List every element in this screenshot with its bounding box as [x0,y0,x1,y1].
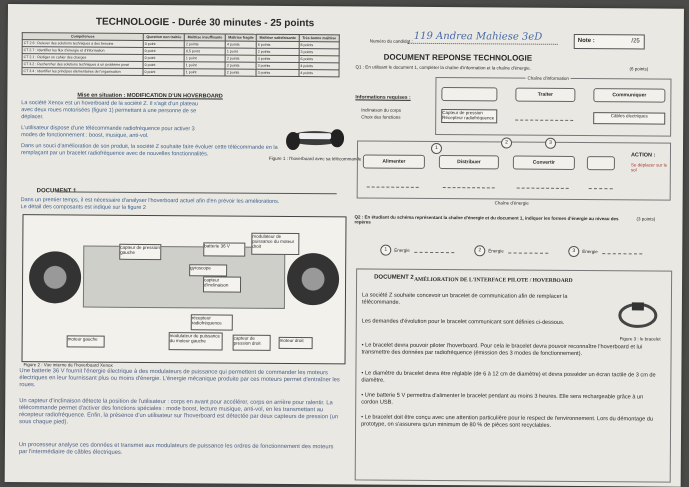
alimenter-box: Alimenter [362,154,425,169]
info-requises-label: Informations requises : [355,94,411,101]
candidate-line [407,42,558,45]
traiter-box: Traiter [515,87,576,102]
label-gyroscope: gyroscope [189,264,228,277]
q2-answer-3[interactable] [602,253,643,255]
info-chain-frame [435,76,672,137]
doc-reponse-title: DOCUMENT REPONSE TECHNOLOGIE [383,52,533,63]
q2-energie-label: Énergie [394,247,410,253]
transmettre-box-blank[interactable] [586,156,615,171]
competences-cell: 0 point [143,68,185,76]
doc1-paragraph: Un processeur analyse ces données et tra… [18,442,334,456]
q2-marker-1: 1 [380,244,392,256]
label-capteur-droit: capteur de pression droit [232,334,271,351]
doc2-heading: DOCUMENT 2 [374,274,414,281]
situation-line: modes de fonctionnement : boost, musique… [21,132,149,139]
q2-energie-label: Énergie [488,248,504,254]
label-capteur-inclinaison: capteur d'inclinaison [202,276,242,293]
q2-points: (3 points) [636,216,656,222]
action-text: Se déplacer sur le sol [630,162,668,173]
doc2-bullet: • Le diamètre du bracelet devra être rég… [361,370,656,384]
convertir-box: Convertir [512,155,575,170]
label-modulateur-gauche: modulateur de puissance du moteur gauche [168,332,223,351]
answer-blank[interactable] [588,188,613,190]
doc1-paragraph: Un capteur d'inclinaison détecte la posi… [19,398,339,426]
candidate-handwritten: 119 Andrea Mahiese 3eD [413,30,543,43]
q2-answer-1[interactable] [414,251,455,254]
competences-cell: 4 points [298,69,340,77]
note-label: Note : [577,37,595,45]
doc1-intro: Dans un premier temps, il est nécessaire… [21,197,341,213]
marker-3: 3 [545,137,557,149]
doc1-intro-line: Le détail des composants est indiqué sur… [20,204,146,211]
action-label: ACTION : [630,152,656,159]
exam-sheet: TECHNOLOGIE - Durée 30 minutes - 25 poin… [4,4,684,487]
doc1-rule [56,191,337,195]
doc2-bullet: • Le bracelet devra pouvoir piloter l'ho… [361,342,643,358]
communiquer-box: Communiquer [593,88,666,103]
right-column: Numéro du candidat : 119 Andrea Mahiese … [353,18,676,483]
energy-chain-title: Chaîne d'énergie [494,200,529,206]
doc2-title: AMÉLIORATION DE L'INTERFACE PILOTE / HOV… [414,276,573,284]
q1-points: (6 points) [629,66,649,72]
label-modulateur-droit: modulateur de puissance du moteur droit [251,232,300,256]
page-title: TECHNOLOGIE - Durée 30 minutes - 25 poin… [95,16,315,30]
figure2-caption: Figure 2 : Vue interne de l'hoverboard X… [23,362,113,368]
doc2-bullet-text: Le bracelet doit être conçu avec une att… [361,414,654,429]
hoverboard-illustration [286,129,345,150]
competences-cell: CT 3.4 : Identifier les principes élémen… [22,67,144,76]
left-wheel [28,251,82,304]
distribuer-box: Distribuer [438,155,499,170]
q2-answer-2[interactable] [508,252,549,254]
label-moteur-gauche: moteur gauche [66,335,105,348]
label-capteur-gauche: capteur de pression gauche [119,243,162,261]
info-chain-title: Chaîne d'information [525,75,571,81]
marker-1: 1 [430,142,443,155]
competences-cell: 2 points [225,69,257,77]
figure2-diagram: capteur de pression gauche batterie 36 V… [21,214,347,365]
bracelet-figure [616,300,660,330]
figure1-caption: Figure 1 : l'hoverboard avec sa télécomm… [268,155,362,162]
cables-box: Câbles électriques [593,112,666,125]
figure1-hoverboard [285,122,345,156]
doc2-bullet-text: Le diamètre du bracelet devra être régla… [361,370,656,384]
bracelet-illustration [618,302,658,328]
candidate-label: Numéro du candidat : [369,38,413,44]
situation-line: déplacer. [21,114,44,121]
label-batterie: batterie 36 V [203,242,246,257]
q1-text: Q1 : En utilisant le document 1, complét… [355,64,531,71]
recepteur-radio-text: Récepteur radiofréquence [442,115,495,121]
doc2-bullet: • Une batterie 5 V permettra d'alimenter… [361,392,644,406]
competences-cell: 1 point [184,68,226,77]
q2-marker-2: 2 [474,245,486,257]
competences-table: Compétences Question non traitée Maîtris… [22,32,340,77]
marker-2: 2 [501,137,513,149]
competences-cell: 3 points [256,69,299,77]
doc2-bullet: • Le bracelet doit être conçu avec une a… [361,414,654,429]
situation-text: La société Xenox est un hoverboard de la… [21,100,281,159]
note-box: Note : /25 [573,33,645,50]
acquerir-box-blank[interactable] [441,87,498,102]
doc2-bullet-text: Une batterie 5 V permettra d'alimenter l… [361,392,644,406]
label-moteur-droit: moteur droit [278,336,313,350]
right-wheel [286,252,340,306]
hoverboard-chassis [82,245,286,309]
doc2-intro: La société Z souhaite concevoir un brace… [361,292,568,306]
competences-row: CT 3.4 : Identifier les principes élémen… [22,67,340,77]
note-value: /25 [631,38,640,45]
label-recepteur-radio: récepteur radiofréquence [190,314,233,331]
situation-heading: Mise en situation : MODIFICATION D'UN HO… [77,92,223,100]
inclinaison-label: Inclinaison du corps [361,107,402,113]
doc1-paragraph: Une batterie 36 V fournit l'énergie élec… [19,368,340,389]
q2-marker-3: 3 [568,245,580,257]
capteur-pression-box: Capteur de pression Récepteur radiofréqu… [441,109,498,124]
q2-energie-label: Énergie [582,249,598,255]
doc2-bullet-text: Le bracelet devra pouvoir piloter l'hove… [361,342,643,358]
left-column: TECHNOLOGIE - Durée 30 minutes - 25 poin… [15,16,362,478]
q2-text: Q2 : En étudiant du schéma représentant … [354,214,619,225]
figure3-caption: Figure 3 : le bracelet [619,336,661,342]
energy-chain-frame [356,140,672,201]
choix-label: Choix des fonctions [361,114,401,120]
